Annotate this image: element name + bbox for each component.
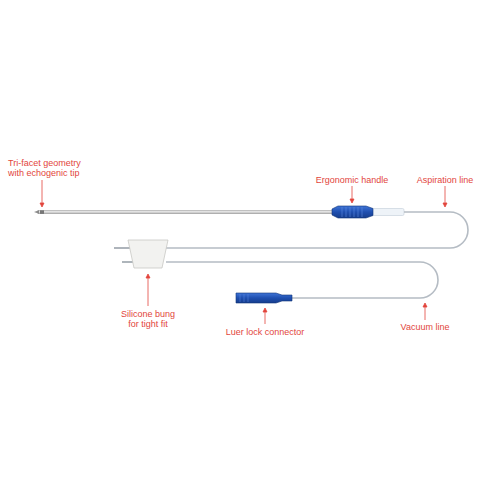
callout-label: Silicone bung for tight fit xyxy=(116,309,180,329)
callout-label: Tri-facet geometry with echogenic tip xyxy=(8,158,94,178)
callout-label: Vacuum line xyxy=(401,322,450,332)
aspiration-tube xyxy=(166,212,468,248)
callout-label: Aspiration line xyxy=(417,175,474,185)
leader-lines xyxy=(40,180,447,324)
needle-tip xyxy=(34,210,39,214)
clear-hub xyxy=(370,209,404,216)
prong xyxy=(114,247,130,249)
silicone-bung xyxy=(128,240,168,268)
callout-label: Ergonomic handle xyxy=(316,175,389,185)
vacuum-tube xyxy=(166,262,438,298)
ergonomic-handle xyxy=(332,206,373,218)
luer-lock-connector xyxy=(236,293,292,303)
needle-shaft xyxy=(38,211,334,214)
callout-label: Luer lock connector xyxy=(226,327,305,337)
echogenic-tip xyxy=(40,210,44,214)
